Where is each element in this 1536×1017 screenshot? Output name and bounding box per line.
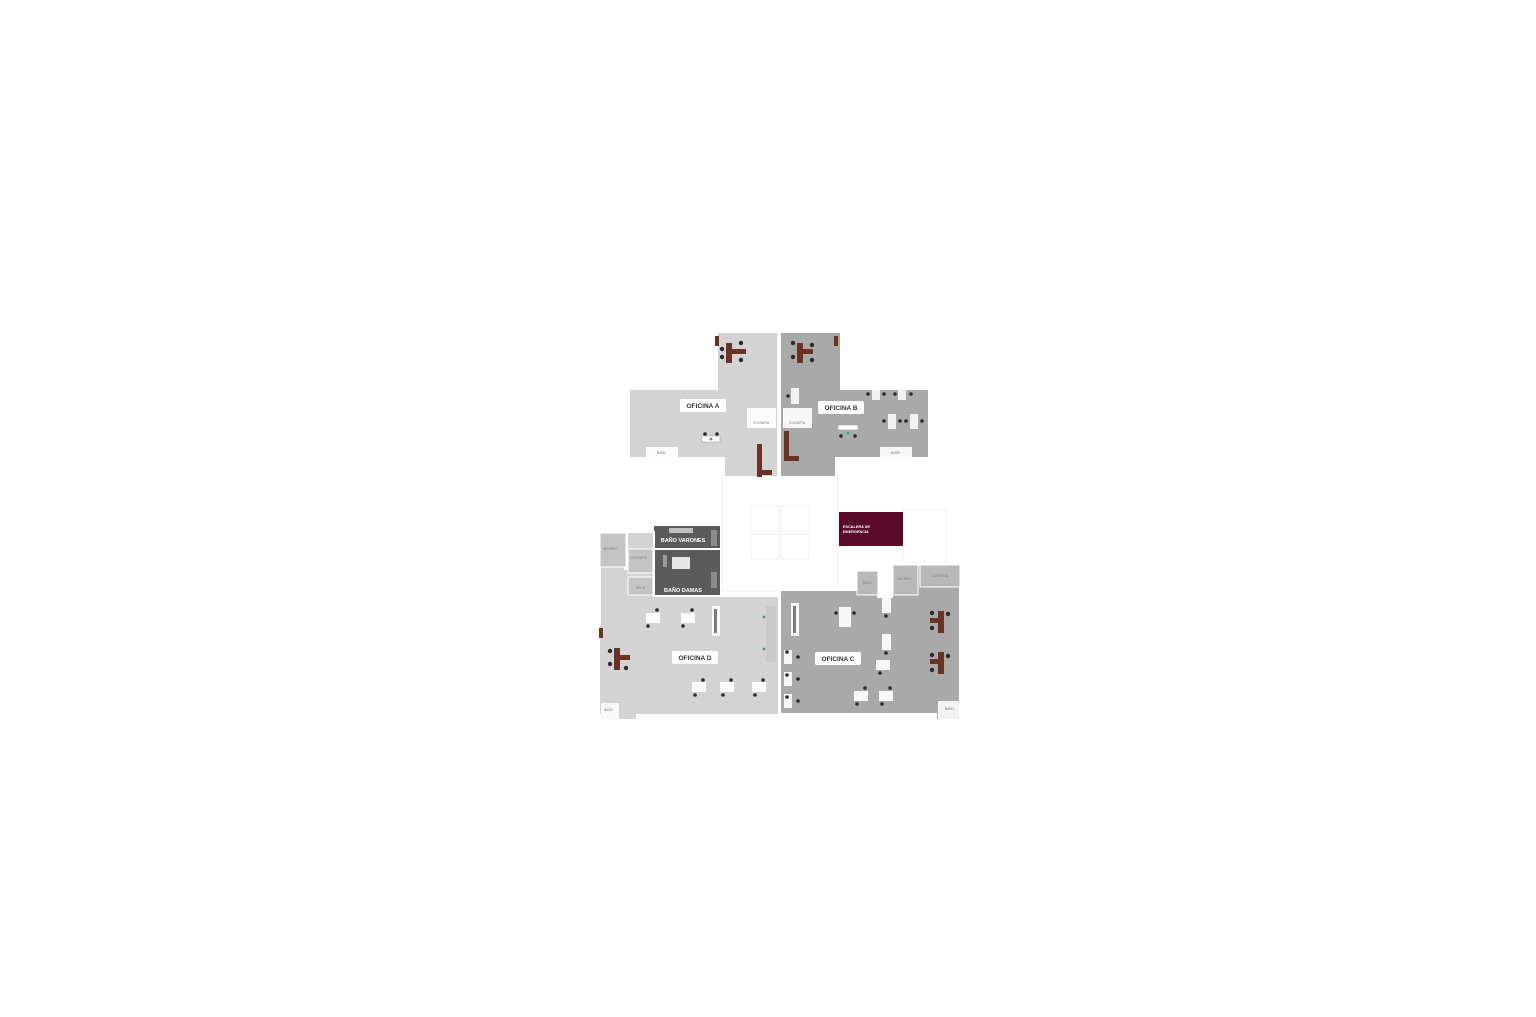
office-c-workstations (784, 597, 893, 708)
central-wall (778, 590, 780, 714)
office-b-desk (790, 336, 838, 363)
office-d-label-bg (672, 651, 718, 664)
office-a-kitchenette (747, 408, 776, 428)
office-c-bath (938, 701, 959, 719)
office-c-label-bg (815, 652, 861, 665)
office-d-label: OFICINA D (679, 655, 712, 662)
office-a-label: OFICINA A (687, 403, 720, 410)
kitchen-d-label: COCINETA (631, 556, 648, 560)
office-a[interactable]: COCINETA BAÑO OFICINA A (628, 331, 779, 478)
emergency-stair[interactable]: ESCALERA DE EMERGENCIA (839, 512, 903, 546)
office-b-workstations (786, 388, 924, 429)
restroom-women-label: BAÑO DAMAS (664, 587, 702, 594)
office-d-bath (601, 703, 619, 719)
office-c-kitchenette (919, 564, 961, 588)
corridor-area (721, 475, 947, 592)
office-a-label-bg (680, 399, 726, 412)
kitchen-b-label: COCINETA (789, 421, 806, 425)
office-d-archive (599, 532, 627, 568)
emergency-stair-label-line1: ESCALERA DE (843, 525, 871, 529)
office-d-desk (599, 628, 630, 671)
office-c[interactable]: RACK ARCHIVO COCINETA (779, 564, 961, 721)
bath-c-label: BAÑO (945, 706, 955, 711)
bath-a-label: BAÑO (657, 450, 667, 455)
rack-c-label: RACK (863, 581, 873, 585)
office-b-kitchenette (783, 408, 812, 428)
bath-d-label: BAÑO (604, 707, 614, 712)
office-a-desk (715, 336, 746, 363)
office-a-meeting-table (701, 432, 721, 443)
office-c-label: OFICINA C (822, 656, 855, 663)
office-c-rack (856, 570, 879, 596)
central-wall-top (778, 332, 780, 477)
emergency-stair-label-line2: EMERGENCIA (843, 530, 869, 534)
office-d-kitchenette (627, 548, 654, 574)
office-a-reception-desk (757, 444, 772, 477)
office-b-reception-desk (784, 431, 799, 461)
archive-d-label: ARCHIVO (603, 547, 618, 551)
archive-c-label: ARCHIVO (897, 577, 912, 581)
office-c-desks (929, 610, 951, 674)
office-d[interactable]: ARCHIVO COCINETA RACK (599, 531, 779, 721)
office-b[interactable]: COCINETA BAÑO OFICINA B (779, 331, 930, 478)
office-c-archive (892, 564, 919, 596)
office-b-label-bg (818, 401, 864, 414)
office-b-meeting-table (837, 424, 859, 438)
office-d-workstations (646, 606, 776, 697)
office-d-rack (627, 576, 654, 596)
rack-d-label: RACK (636, 586, 646, 590)
office-b-label: OFICINA B (825, 405, 858, 412)
restroom-men[interactable]: BAÑO VARONES (654, 526, 720, 548)
kitchen-a-label: COCINETA (753, 421, 770, 425)
bath-b-label: BAÑO (891, 450, 901, 455)
kitchen-c-label: COCINETA (932, 574, 949, 578)
office-b-bath (880, 447, 912, 458)
restroom-women[interactable]: BAÑO DAMAS (654, 550, 720, 595)
restroom-men-label: BAÑO VARONES (661, 537, 706, 544)
office-a-bath (646, 447, 678, 458)
